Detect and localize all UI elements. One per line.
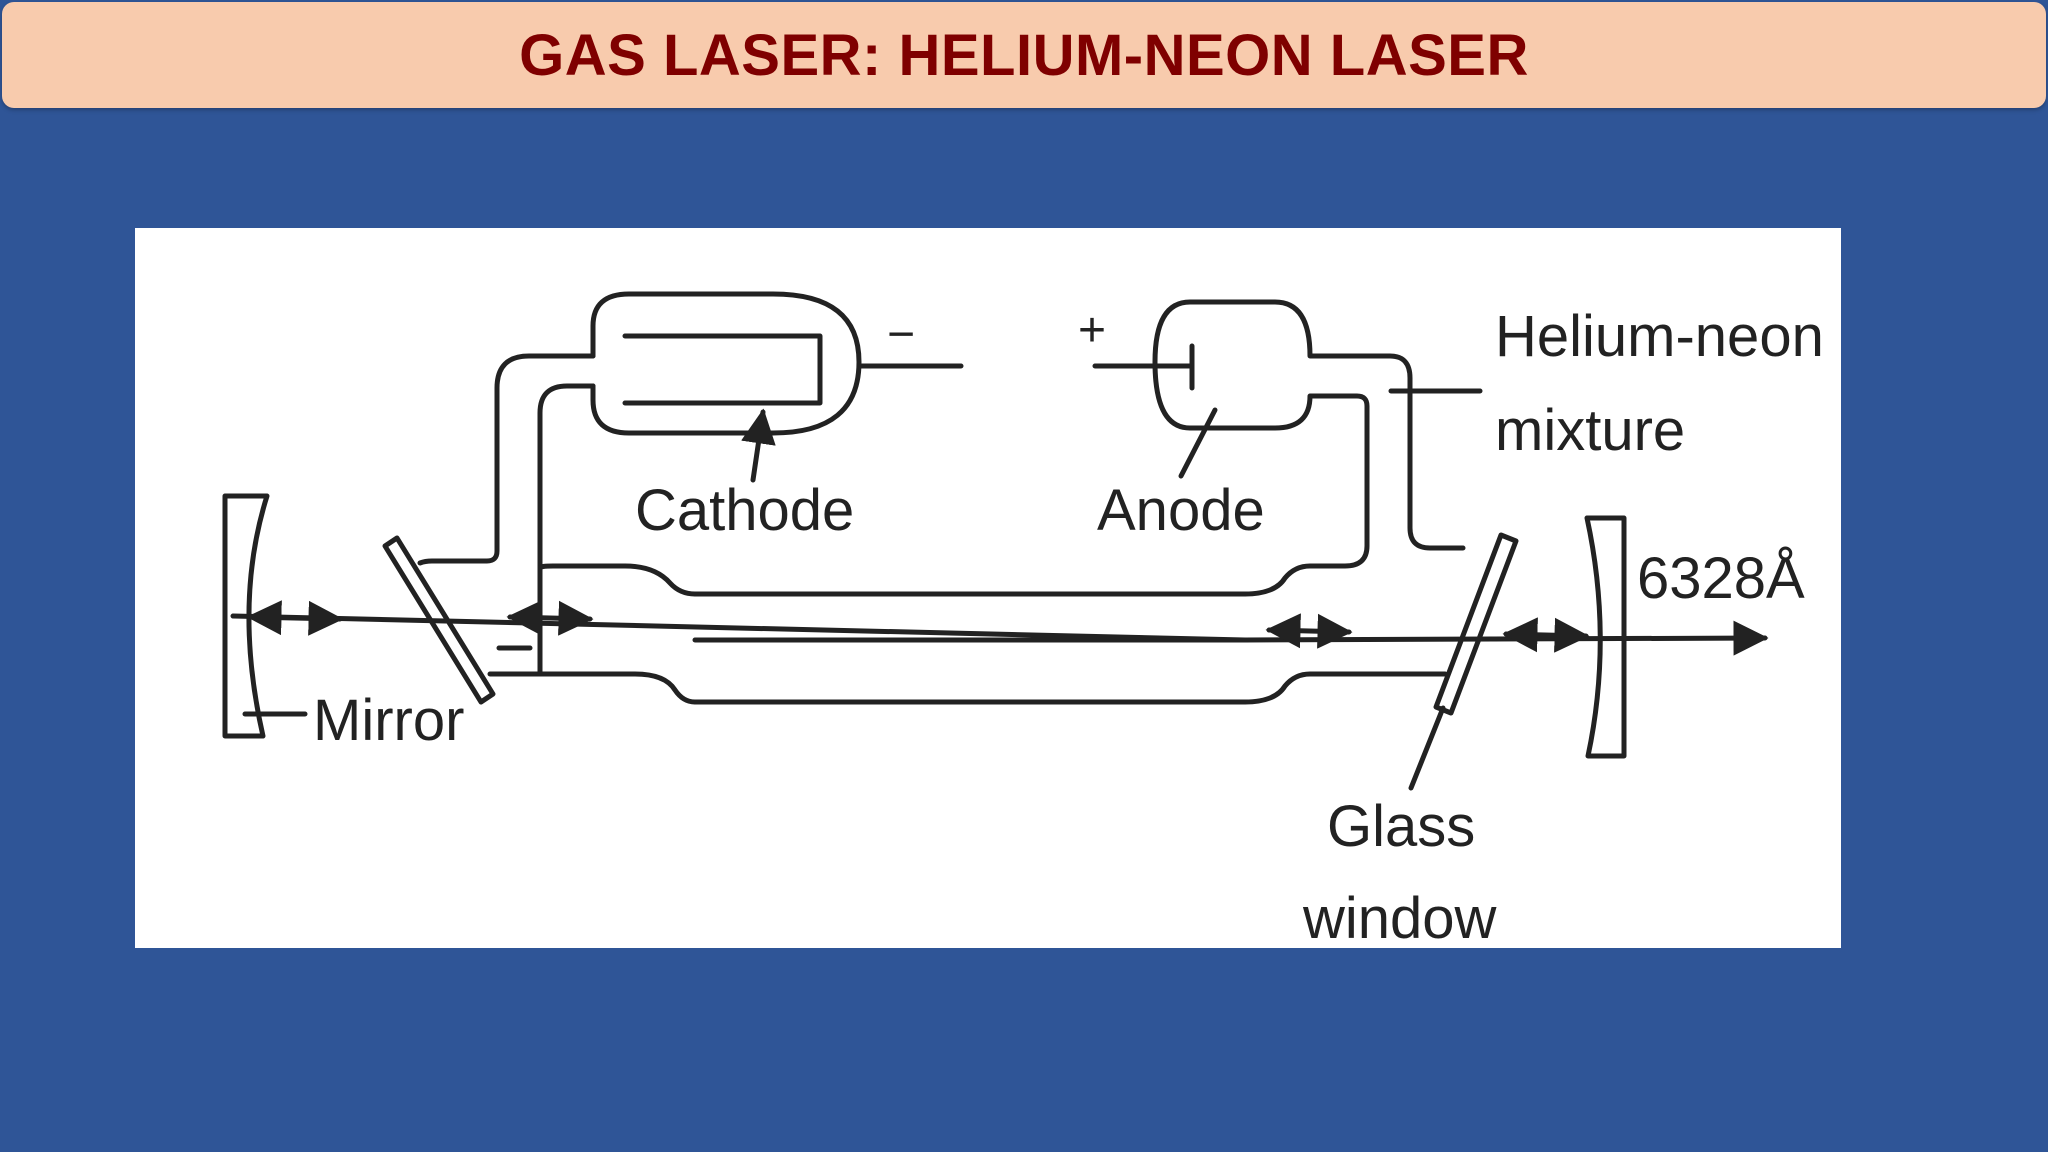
capillary-top [692,393,1370,597]
glass-leader [1408,705,1446,791]
anode-electrode [1092,343,1195,391]
oscillation-arrow-4 [1502,617,1590,653]
anode-label: Anode [1097,478,1265,543]
cathode-electrode [622,333,823,406]
glass-label-line1: Glass [1327,794,1475,859]
mirror-label: Mirror [313,688,464,753]
wavelength-label: 6328Å [1637,546,1805,611]
anode-leader [1178,407,1218,479]
laser-diagram-svg: − + Cathode Anode Helium-neon mixture Mi… [222,291,1824,948]
anode-bulb [1152,299,1466,551]
title-bar: GAS LASER: HELIUM-NEON LASER [2,2,2046,108]
minus-sign: − [887,308,915,361]
cathode-leader [741,408,776,483]
plus-sign: + [1078,304,1106,357]
cathode-label: Cathode [635,478,854,543]
envelope-upper-left [417,353,596,566]
beam-output [1242,620,1769,656]
beam-axis-left [230,613,1248,643]
laser-diagram: − + Cathode Anode Helium-neon mixture Mi… [135,228,1841,948]
envelope-bottom-left [496,563,1248,651]
cathode-bulb [590,291,862,436]
capillary-bottom [692,671,1448,705]
envelope-lower-left [487,671,1248,705]
glass-label-line2: window [1302,886,1498,948]
envelope-inner-left [527,383,596,677]
mixture-label-line2: mixture [1495,398,1685,463]
oscillation-arrow-3 [1265,613,1353,649]
oscillation-arrow-1 [246,600,344,636]
mixture-label-line1: Helium-neon [1495,304,1824,369]
oscillation-arrow-2 [506,600,594,636]
slide-title: GAS LASER: HELIUM-NEON LASER [519,22,1529,88]
right-glass-plate [1433,532,1519,716]
